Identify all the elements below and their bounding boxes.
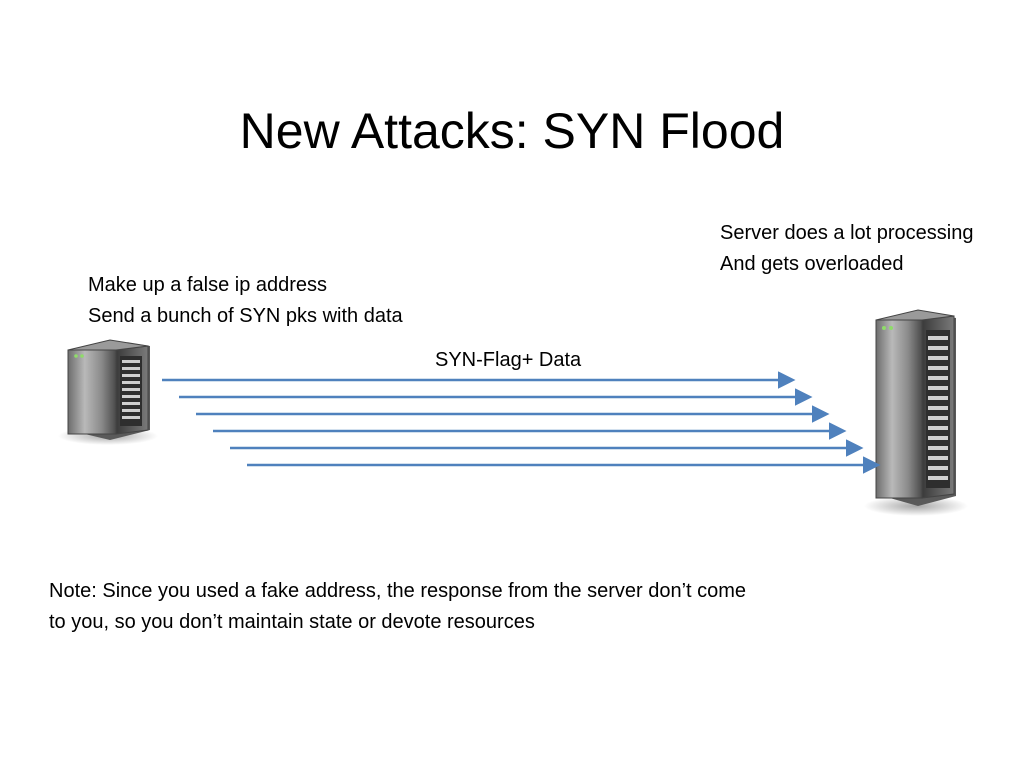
client-server-icon <box>58 339 158 445</box>
client-note-line-2: Send a bunch of SYN pks with data <box>88 305 403 327</box>
syn-arrows <box>162 371 881 474</box>
client-note: Make up a false ip address Send a bunch … <box>88 270 403 332</box>
footnote-line-1: Note: Since you used a fake address, the… <box>49 580 747 602</box>
slide-title: New Attacks: SYN Flood <box>239 102 785 159</box>
footnote-line-2: to you, so you don’t maintain state or d… <box>49 611 535 633</box>
target-server-icon <box>864 309 968 516</box>
server-note-line-2: And gets overloaded <box>720 253 904 275</box>
arrow-label: SYN-Flag+ Data <box>435 349 582 371</box>
client-note-line-1: Make up a false ip address <box>88 274 328 296</box>
server-note-line-1: Server does a lot processing <box>720 222 974 244</box>
footnote: Note: Since you used a fake address, the… <box>49 576 746 638</box>
server-note: Server does a lot processing And gets ov… <box>720 218 973 280</box>
